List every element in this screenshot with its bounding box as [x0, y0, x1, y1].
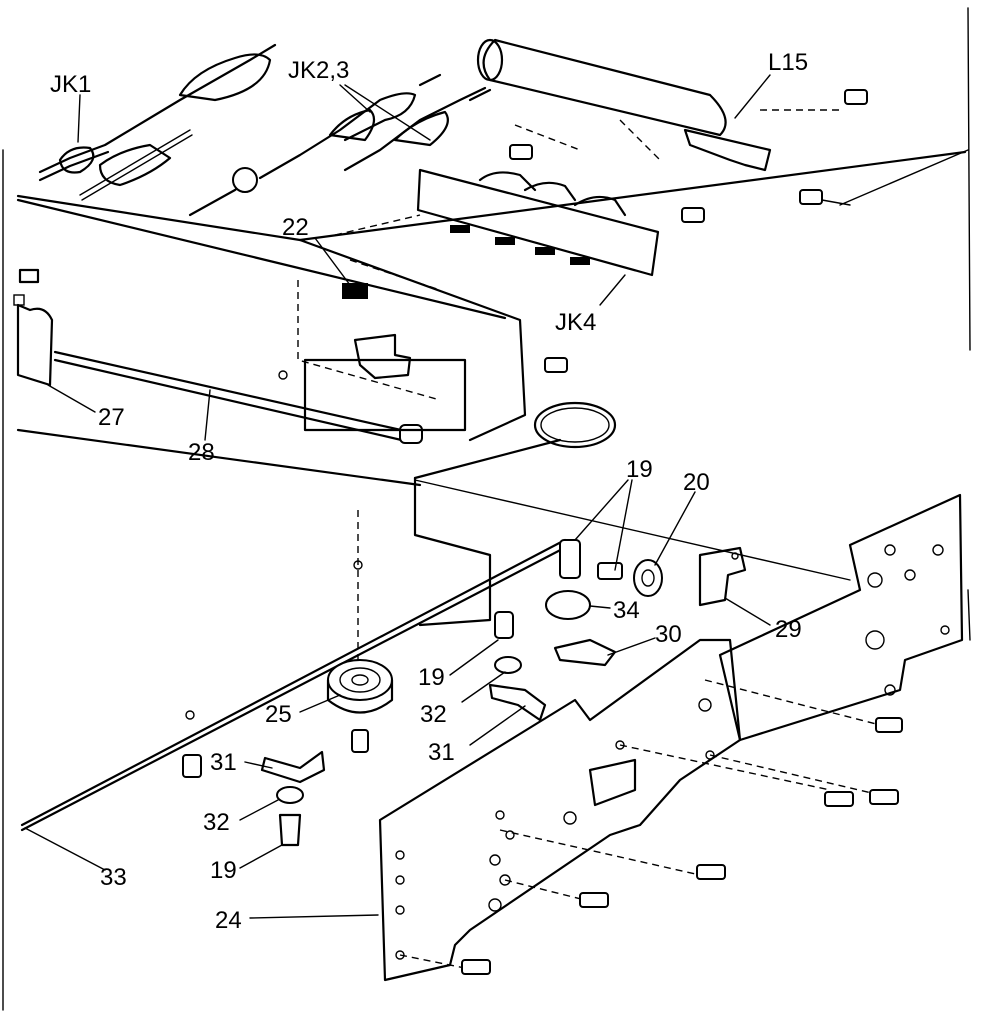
label-27: 27 — [98, 404, 125, 431]
inner-bracket — [278, 259, 467, 432]
label-33: 33 — [100, 864, 127, 891]
scan-edge-marks — [2, 7, 971, 1011]
label-jk2-3: JK2,3 — [288, 57, 349, 84]
label-jk1: JK1 — [50, 71, 91, 98]
label-28: 28 — [188, 439, 215, 466]
label-19-left: 19 — [210, 857, 237, 884]
label-24: 24 — [215, 907, 242, 934]
l15-choke — [476, 38, 868, 206]
baseplate-33 — [20, 510, 572, 832]
front-plate-24 — [378, 638, 903, 982]
label-19-upper: 19 — [626, 456, 653, 483]
label-29: 29 — [775, 616, 802, 643]
front-panel-27 — [13, 268, 54, 387]
right-upper-assembly — [545, 539, 747, 667]
label-32-left: 32 — [203, 809, 230, 836]
jk4-board — [334, 124, 705, 277]
label-32-center: 32 — [420, 701, 447, 728]
label-31-left: 31 — [210, 749, 237, 776]
label-31-center: 31 — [428, 739, 455, 766]
jk1-connector — [38, 43, 277, 201]
label-25: 25 — [265, 701, 292, 728]
label-l15: L15 — [768, 49, 808, 76]
side-plate-right — [718, 493, 964, 742]
pulley-25 — [326, 659, 394, 753]
chassis-top-plate — [16, 149, 969, 487]
label-22: 22 — [282, 214, 309, 241]
left-bracket-31-assembly — [260, 750, 326, 847]
callout-labels: JK1 JK2,3 L15 22 JK4 27 28 19 20 34 30 2… — [50, 49, 808, 934]
label-30: 30 — [655, 621, 682, 648]
leader-lines — [24, 74, 771, 919]
label-20: 20 — [683, 469, 710, 496]
jk2-3-connectors — [188, 73, 492, 217]
label-34: 34 — [613, 597, 640, 624]
lower-housing — [413, 357, 851, 627]
label-19-center: 19 — [418, 664, 445, 691]
center-bracket-31-assembly — [488, 611, 547, 722]
label-jk4: JK4 — [555, 309, 596, 336]
